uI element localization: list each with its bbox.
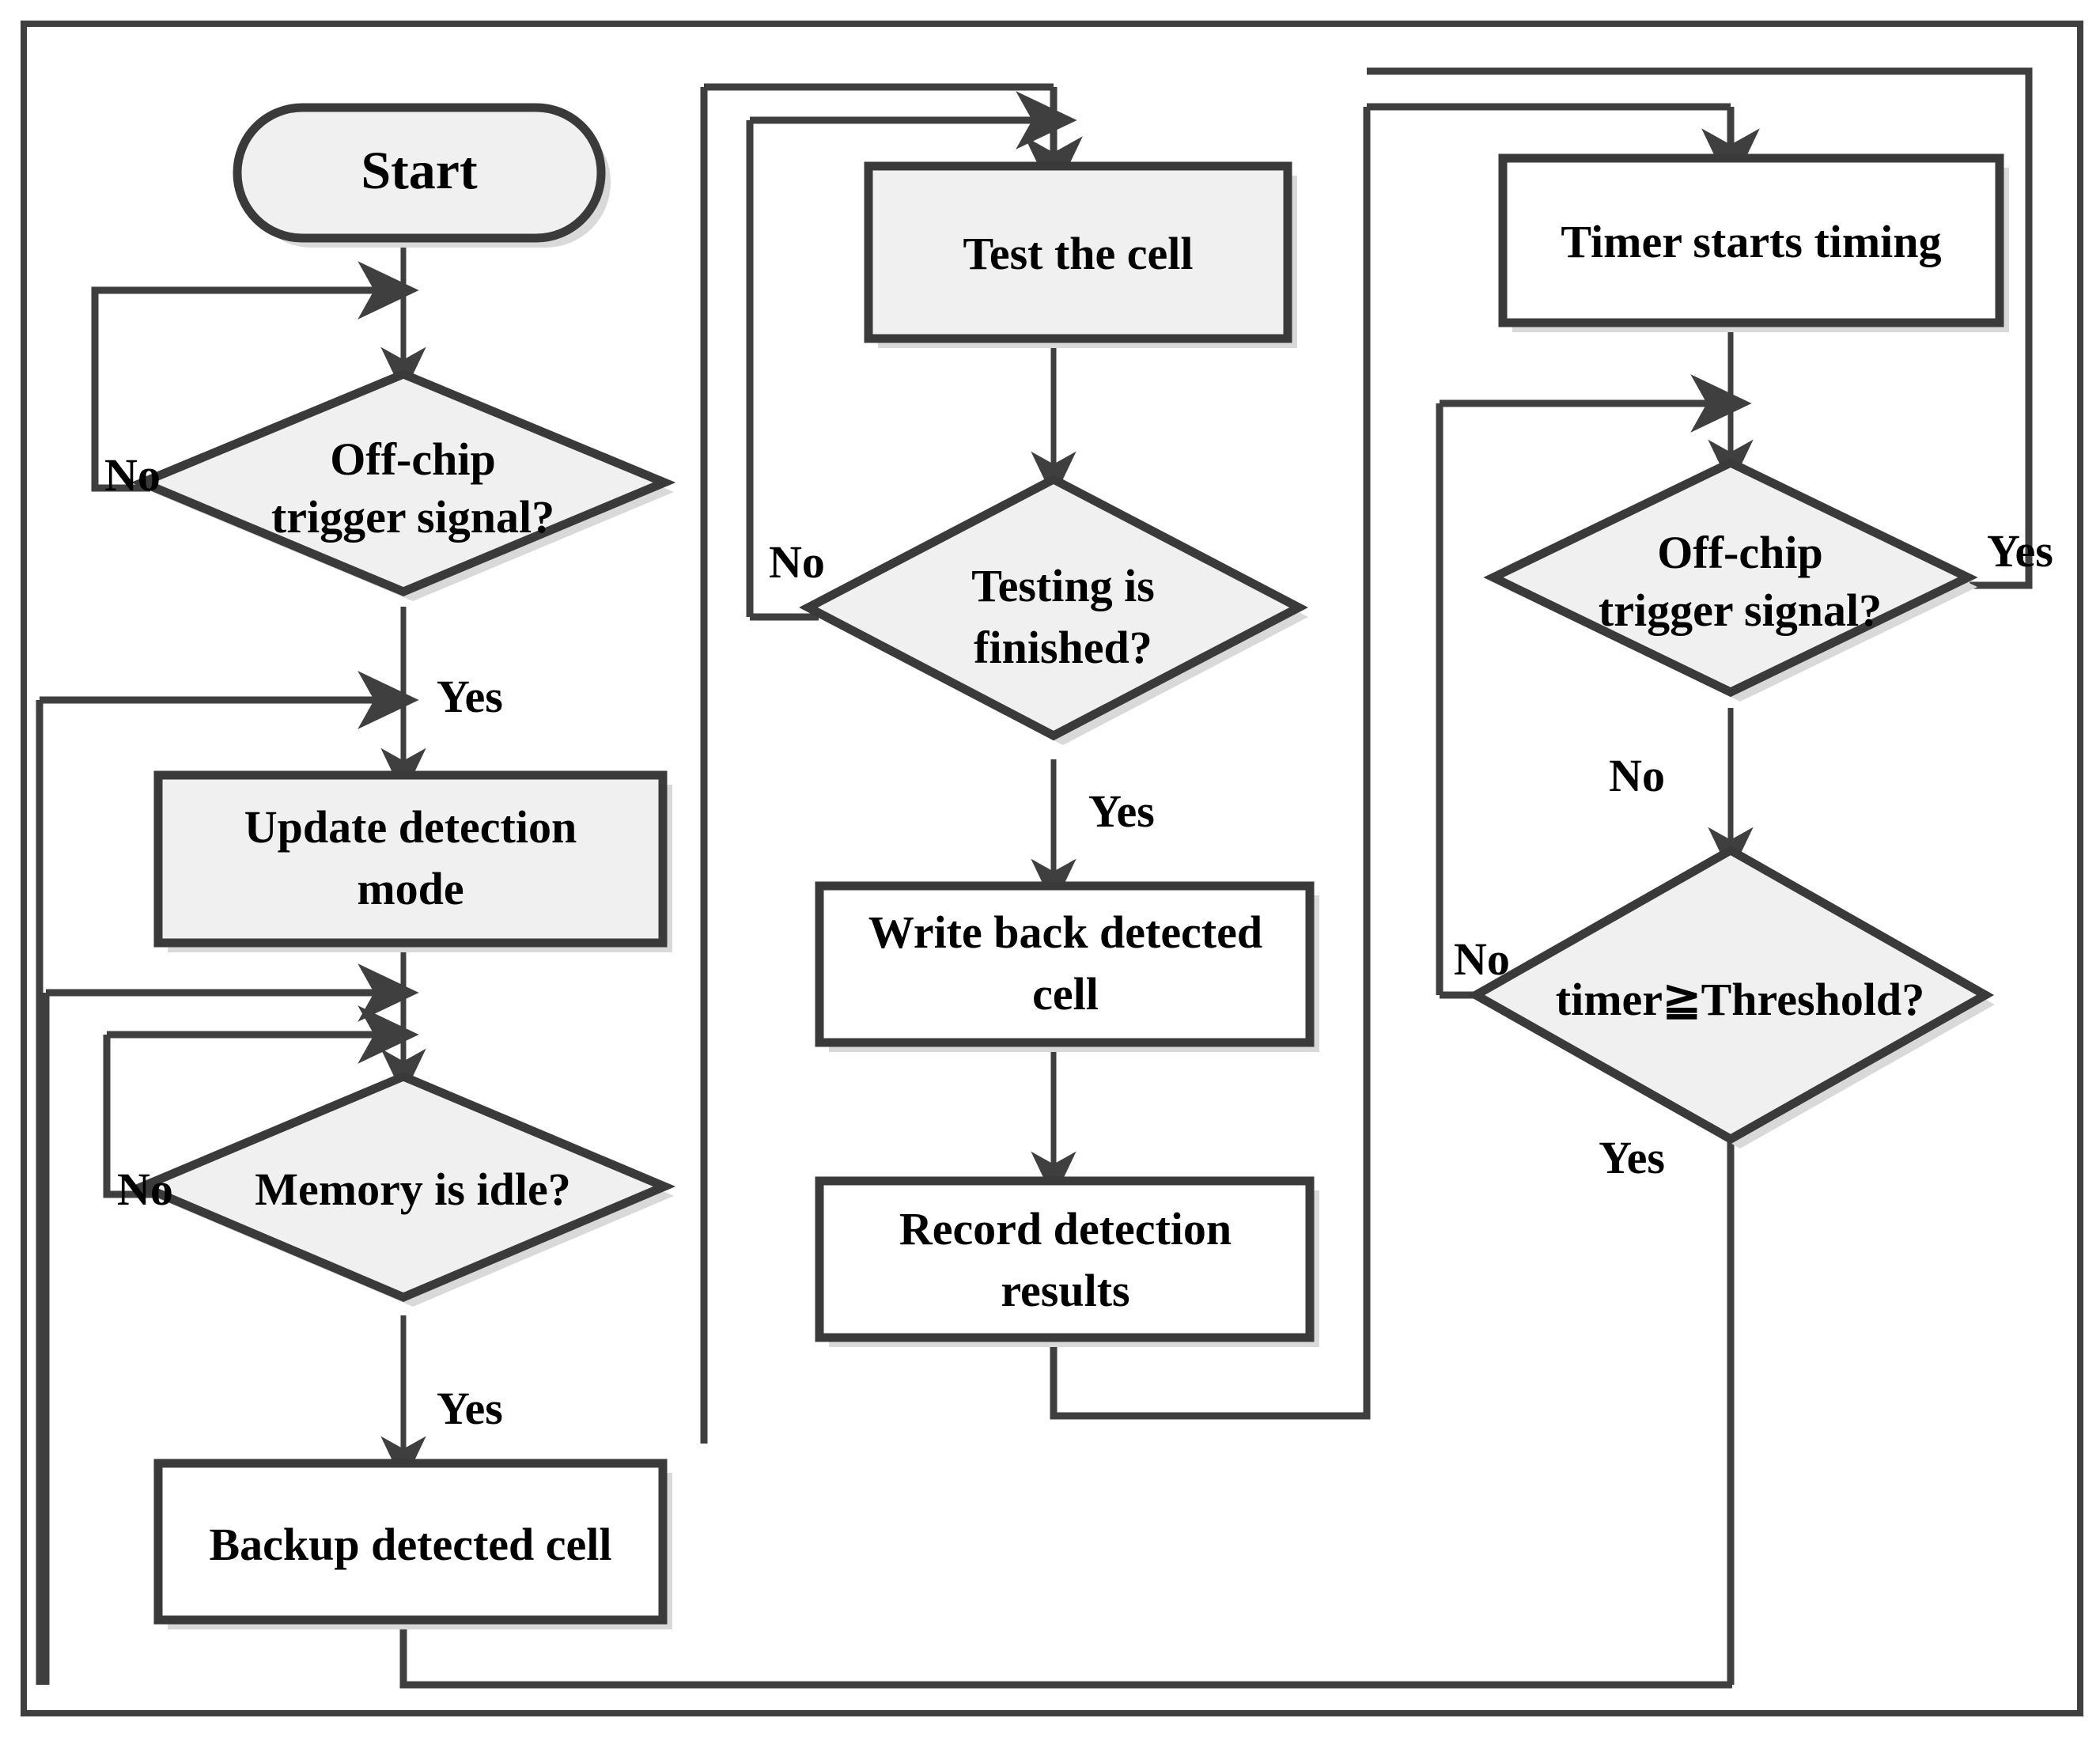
- record-shape: [815, 1176, 1315, 1342]
- test-cell-shape: [864, 161, 1292, 343]
- node-update-mode-label-line1: Update detection: [244, 801, 577, 853]
- edge-label-no-mem-idle: No: [117, 1164, 173, 1215]
- edge-label-yes-mem-idle: Yes: [437, 1383, 503, 1434]
- edge-label-no-timer: No: [1454, 933, 1510, 985]
- node-start-label: Start: [361, 140, 478, 200]
- edge-label-no-test-finished: No: [769, 536, 825, 588]
- node-timer-threshold[interactable]: timer≧Threshold?: [1466, 845, 1995, 1149]
- edge-label-yes-test-finished: Yes: [1088, 785, 1155, 837]
- mem-idle-shape: [131, 1072, 676, 1302]
- edge-labels: No Yes No Yes No Yes Yes No No Yes: [104, 449, 2053, 1434]
- backup-shape: [153, 1459, 668, 1625]
- node-backup-detected-cell[interactable]: Backup detected cell: [153, 1459, 672, 1629]
- node-update-detection-mode[interactable]: Update detection mode: [153, 770, 672, 952]
- offchip1-shape: [131, 369, 676, 596]
- node-timer-threshold-label: timer≧Threshold?: [1556, 974, 1924, 1025]
- node-start[interactable]: Start: [233, 103, 611, 248]
- test-finished-shape: [799, 474, 1308, 741]
- node-test-the-cell[interactable]: Test the cell: [864, 161, 1297, 348]
- node-record-label-line1: Record detection: [899, 1203, 1232, 1254]
- edge-label-yes-timer: Yes: [1599, 1132, 1665, 1183]
- node-update-mode-label-line2: mode: [357, 863, 464, 914]
- timer-start-shape: [1498, 153, 2004, 327]
- edge-backup-to-bottom-bus: [399, 1625, 1732, 1689]
- edge-record-to-timer-bus: [1050, 107, 1371, 1420]
- node-timer-start-label: Timer starts timing: [1561, 216, 1941, 267]
- offchip2-shape: [1483, 457, 1978, 698]
- node-offchip-trigger-1[interactable]: Off-chip trigger signal?: [131, 369, 676, 601]
- edge-label-yes-offchip2: Yes: [1987, 525, 2053, 577]
- node-record-detection-results[interactable]: Record detection results: [815, 1176, 1319, 1347]
- node-offchip1-label-line1: Off-chip: [330, 433, 495, 485]
- node-offchip-trigger-2[interactable]: Off-chip trigger signal?: [1483, 457, 1978, 702]
- timer-threshold-shape: [1466, 845, 1995, 1145]
- edge-label-no-offchip2: No: [1609, 750, 1665, 801]
- writeback-shape: [815, 881, 1315, 1047]
- connectors: [36, 67, 2033, 1689]
- node-mem-idle-label: Memory is idle?: [255, 1164, 570, 1215]
- update-mode-shape: [153, 770, 668, 948]
- edge-offchip1-no-loop: [91, 261, 419, 492]
- node-offchip2-label-line1: Off-chip: [1657, 527, 1822, 578]
- node-memory-is-idle[interactable]: Memory is idle?: [131, 1072, 676, 1307]
- node-backup-label: Backup detected cell: [209, 1519, 611, 1570]
- edge-label-no-offchip1: No: [104, 449, 161, 501]
- node-testing-is-finished[interactable]: Testing is finished?: [799, 474, 1308, 745]
- start-shape: [233, 103, 606, 243]
- node-record-label-line2: results: [1001, 1265, 1129, 1316]
- node-test-finished-label-line2: finished?: [974, 622, 1152, 673]
- node-writeback-label-line1: Write back detected: [868, 906, 1262, 958]
- node-offchip2-label-line2: trigger signal?: [1599, 585, 1882, 636]
- diagram-border: [21, 21, 2083, 1716]
- edge-label-yes-offchip1: Yes: [437, 671, 503, 722]
- node-offchip1-label-line2: trigger signal?: [271, 491, 554, 543]
- node-write-back-detected-cell[interactable]: Write back detected cell: [815, 881, 1319, 1052]
- node-test-finished-label-line1: Testing is: [971, 560, 1155, 611]
- node-timer-starts-timing[interactable]: Timer starts timing: [1498, 153, 2009, 332]
- node-writeback-label-line2: cell: [1032, 968, 1099, 1020]
- edge-offchip2-yes-loop: [1367, 67, 2033, 589]
- node-test-cell-label: Test the cell: [963, 228, 1193, 279]
